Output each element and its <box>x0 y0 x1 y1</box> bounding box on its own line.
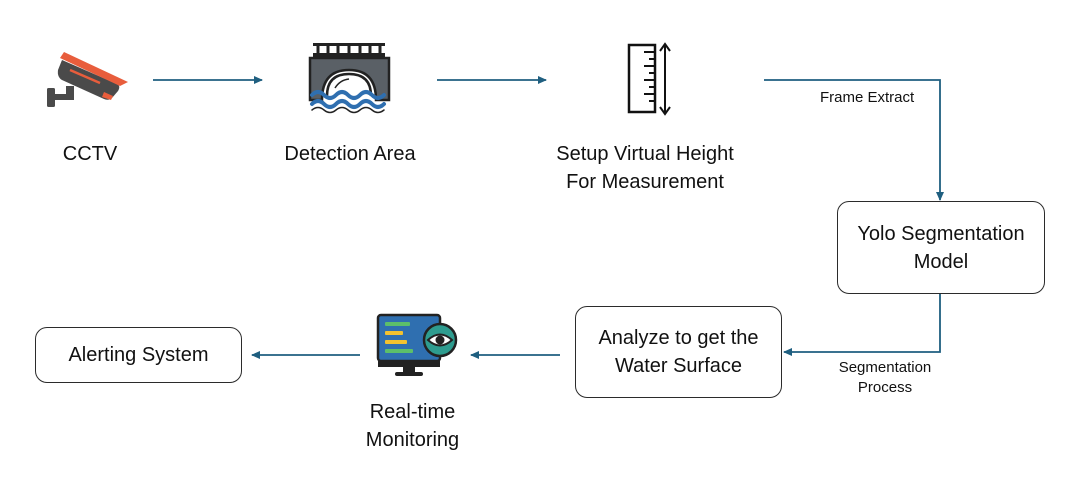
analyze-label-line1: Analyze to get the <box>598 327 759 349</box>
arrow-yolo-to-analyze <box>783 294 941 356</box>
monitoring-label-line1: Real-time <box>369 401 456 423</box>
yolo-label-line2: Model <box>913 250 969 273</box>
virtual-height-label: Setup Virtual Height For Measurement <box>520 140 770 196</box>
monitoring-label-line2: Monitoring <box>365 429 460 451</box>
monitoring-label: Real-time Monitoring <box>330 398 495 454</box>
segmentation-process-label: Segmentation Process <box>820 358 950 398</box>
monitor-eye-icon <box>376 313 458 376</box>
alerting-system-box: Alerting System <box>35 327 242 383</box>
arrow-height-to-yolo <box>764 79 944 201</box>
segmentation-label-line2: Process <box>857 379 913 396</box>
analyze-water-surface-box: Analyze to get the Water Surface <box>575 306 782 398</box>
yolo-label-line1: Yolo Segmentation <box>857 222 1025 245</box>
detection-area-label: Detection Area <box>284 143 416 165</box>
cctv-label: CCTV <box>62 143 118 165</box>
ruler-height-icon <box>627 42 671 116</box>
frame-extract-label: Frame Extract <box>820 89 915 106</box>
cctv-camera-icon <box>47 52 128 107</box>
alerting-label: Alerting System <box>68 344 209 366</box>
virtual-height-label-line2: For Measurement <box>566 171 724 193</box>
yolo-segmentation-box: Yolo Segmentation Model <box>837 201 1045 294</box>
bridge-water-icon <box>308 43 391 114</box>
connectors <box>153 76 944 359</box>
segmentation-label-line1: Segmentation <box>838 359 932 376</box>
virtual-height-label-line1: Setup Virtual Height <box>556 143 734 165</box>
analyze-label-line2: Water Surface <box>614 355 743 377</box>
